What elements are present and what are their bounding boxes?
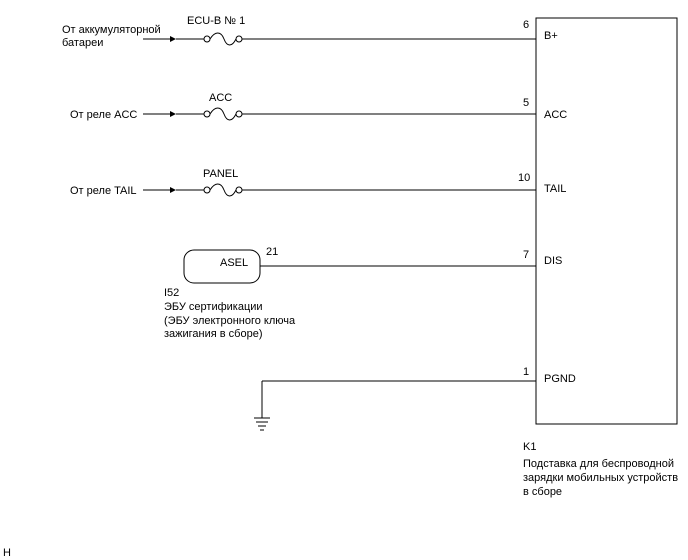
corner-mark: H <box>3 547 11 559</box>
pin-label-pgnd: PGND <box>544 373 576 385</box>
battery-source-label-2: батареи <box>62 37 103 49</box>
acc-relay-arrow-icon <box>143 111 176 117</box>
tail-relay-label: От реле TAIL <box>70 185 137 197</box>
pin-number-pgnd: 1 <box>523 366 529 378</box>
tail-relay-arrow-icon <box>143 187 176 193</box>
fuse-label-ecu-b: ECU-B № 1 <box>187 15 245 27</box>
battery-source-label-1: От аккумуляторной <box>62 24 161 36</box>
fuse-icon-ecu-b <box>203 32 243 46</box>
battery-arrow-icon <box>143 36 176 42</box>
certification-ecu-code: I52 <box>164 287 179 299</box>
wireless-charger-box <box>535 17 678 425</box>
certification-ecu-name-1: ЭБУ сертификации <box>164 301 263 313</box>
pin-number-tail: 10 <box>518 172 530 184</box>
pin-label-tail: TAIL <box>544 183 566 195</box>
pin-number-acc: 5 <box>523 97 529 109</box>
fuse-icon-acc <box>203 107 243 121</box>
fuse-label-acc: ACC <box>209 92 232 104</box>
pin-label-b-plus: B+ <box>544 30 558 42</box>
pin-number-b-plus: 6 <box>523 19 529 31</box>
charger-code: K1 <box>523 441 536 453</box>
pin-label-dis: DIS <box>544 255 562 267</box>
pin-number-asel: 21 <box>266 246 278 258</box>
acc-relay-label: От реле ACC <box>70 109 137 121</box>
charger-name-2: зарядки мобильных устройств <box>523 472 678 484</box>
pin-label-acc: ACC <box>544 109 567 121</box>
certification-ecu-name-2: (ЭБУ электронного ключа <box>164 315 296 327</box>
certification-ecu-name-3: зажигания в сборе) <box>164 328 263 340</box>
asel-label: ASEL <box>220 257 248 269</box>
fuse-icon-panel <box>203 183 243 197</box>
charger-name-3: в сборе <box>523 486 562 498</box>
ground-icon <box>254 417 270 431</box>
charger-name-1: Подставка для беспроводной <box>523 458 674 470</box>
pin-number-dis: 7 <box>523 249 529 261</box>
fuse-label-panel: PANEL <box>203 168 238 180</box>
